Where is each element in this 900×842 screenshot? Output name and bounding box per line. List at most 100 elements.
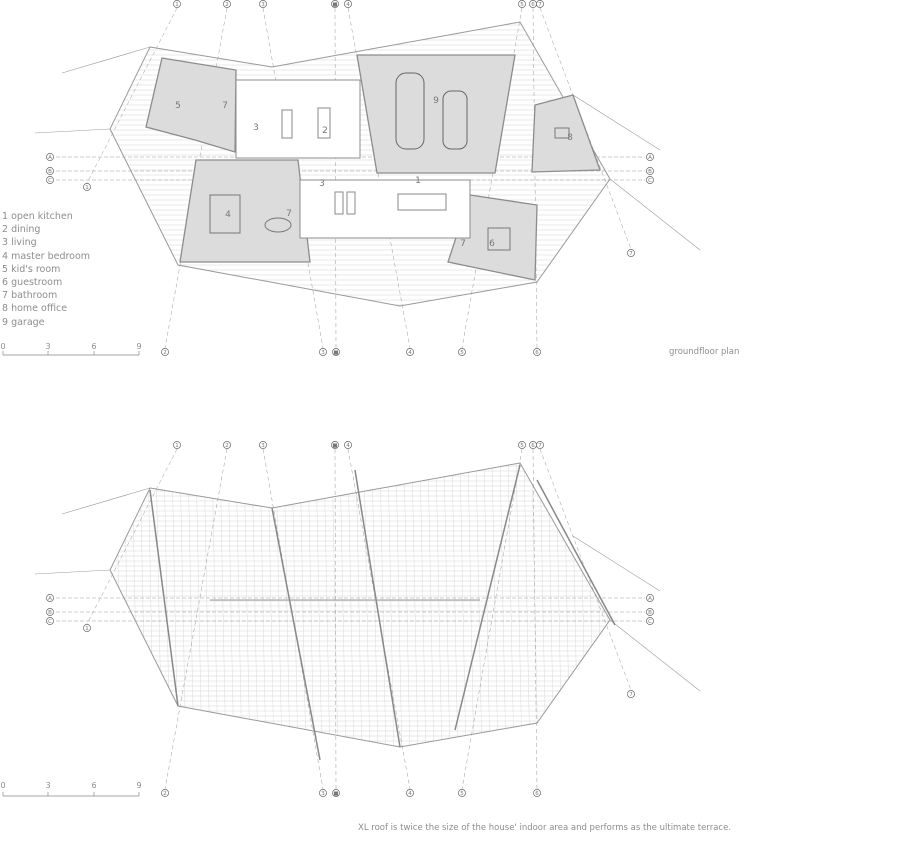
- axis-line: [461, 448, 523, 790]
- desk: [554, 127, 570, 139]
- axis-marker: [627, 690, 635, 698]
- hatch-line: [587, 463, 595, 747]
- axis-line: [347, 448, 411, 790]
- legend-item: 5 kid's room: [2, 263, 61, 275]
- roof-beam: [149, 489, 179, 707]
- axis-marker-label: 7: [629, 692, 633, 698]
- axis-line: [532, 448, 538, 790]
- axis-marker: [173, 0, 181, 8]
- axis-marker-label: A: [48, 155, 52, 161]
- legend-item: 4 master bedroom: [2, 250, 91, 262]
- hatch-line: [187, 463, 195, 747]
- hatch-line: [443, 463, 451, 747]
- axis-marker: [627, 249, 635, 257]
- axis-marker-label: 4: [408, 791, 412, 797]
- room-label-bathroom: 7: [460, 239, 466, 249]
- room-label-garage: 9: [433, 96, 439, 106]
- axis-marker: [319, 789, 327, 797]
- hatch-line: [387, 463, 395, 747]
- hatch-line: [251, 463, 259, 747]
- axis-marker: [646, 167, 654, 175]
- axis-marker: [223, 441, 231, 449]
- axis-line: [334, 448, 337, 790]
- car: [442, 90, 468, 150]
- axis-line: [86, 448, 178, 625]
- axis-marker: [406, 348, 414, 356]
- hatch-line: [555, 463, 563, 747]
- axis-marker: [458, 348, 466, 356]
- roof-outline: [109, 462, 611, 748]
- hatch-line: [491, 463, 499, 747]
- scale-tick: 3: [45, 342, 51, 351]
- axis-marker-label: 2: [163, 350, 167, 356]
- axis-marker-label: B: [48, 169, 52, 175]
- room-label-office: 8: [567, 133, 573, 143]
- axis-marker: [331, 441, 339, 449]
- site-line: [572, 535, 661, 592]
- hatch-line: [347, 463, 355, 747]
- roof-beam: [354, 469, 401, 748]
- axis-line: [164, 7, 228, 349]
- axis-marker-label: 4: [346, 2, 350, 8]
- axis-marker-label: 5: [460, 350, 464, 356]
- axis-marker: [46, 176, 54, 184]
- hatch-line: [571, 463, 579, 747]
- hatch-line: [227, 463, 235, 747]
- axis-marker-label: 5: [520, 2, 524, 8]
- hatch-line: [603, 463, 610, 747]
- axis-line: [532, 7, 538, 349]
- axis-marker: [46, 617, 54, 625]
- hatch-line: [539, 463, 547, 747]
- hatch-line: [411, 463, 419, 747]
- axis-marker-label: 1: [175, 443, 179, 449]
- room-label-kids: 5: [175, 101, 181, 111]
- roof-beam: [454, 464, 521, 731]
- lounger: [346, 191, 356, 215]
- legend-item: 9 garage: [2, 316, 45, 328]
- hatch-line: [483, 463, 491, 747]
- hatch-line: [515, 463, 523, 747]
- axis-marker-label: A: [48, 596, 52, 602]
- axis-marker: [83, 183, 91, 191]
- axis-marker-label: 5: [460, 791, 464, 797]
- axis-marker: [518, 0, 526, 8]
- room-label-bathroom: 7: [222, 101, 228, 111]
- hatch-line: [475, 463, 483, 747]
- axis-marker: [46, 594, 54, 602]
- axis-marker-label: 1: [175, 2, 179, 8]
- hatch-line: [115, 463, 123, 747]
- axis-marker: [406, 789, 414, 797]
- legend-item: 1 open kitchen: [2, 211, 73, 222]
- hatch-line: [331, 463, 339, 747]
- hatch-line: [323, 463, 331, 747]
- room-living-kitchen: [299, 179, 471, 239]
- axis-marker-label: 6: [531, 443, 535, 449]
- axis-line: [164, 448, 228, 790]
- room-label-master: 4: [225, 210, 231, 220]
- axis-marker-label: 6: [531, 2, 535, 8]
- hatch-line: [267, 463, 275, 747]
- scale-tick: 6: [91, 342, 97, 351]
- hatch-line: [243, 463, 251, 747]
- hatch-line: [563, 463, 571, 747]
- site-line: [34, 128, 111, 134]
- hatch-line: [235, 463, 243, 747]
- axis-marker: [173, 441, 181, 449]
- hatch-line: [531, 463, 539, 747]
- axis-marker-label: ■: [333, 350, 338, 356]
- hatch-line: [427, 463, 435, 747]
- bed: [209, 194, 241, 234]
- roof-beam: [536, 479, 616, 626]
- axis-marker-label: ■: [332, 443, 337, 449]
- hatch-line: [291, 463, 299, 747]
- axis-marker: [646, 617, 654, 625]
- axis-line: [334, 7, 337, 349]
- room-kids: [145, 57, 237, 153]
- axis-marker-label: ■: [333, 791, 338, 797]
- roof-outline: [109, 21, 611, 307]
- bed: [487, 227, 511, 251]
- hatch-line: [419, 463, 427, 747]
- axis-marker-label: 7: [629, 251, 633, 257]
- hatch-line: [355, 463, 363, 747]
